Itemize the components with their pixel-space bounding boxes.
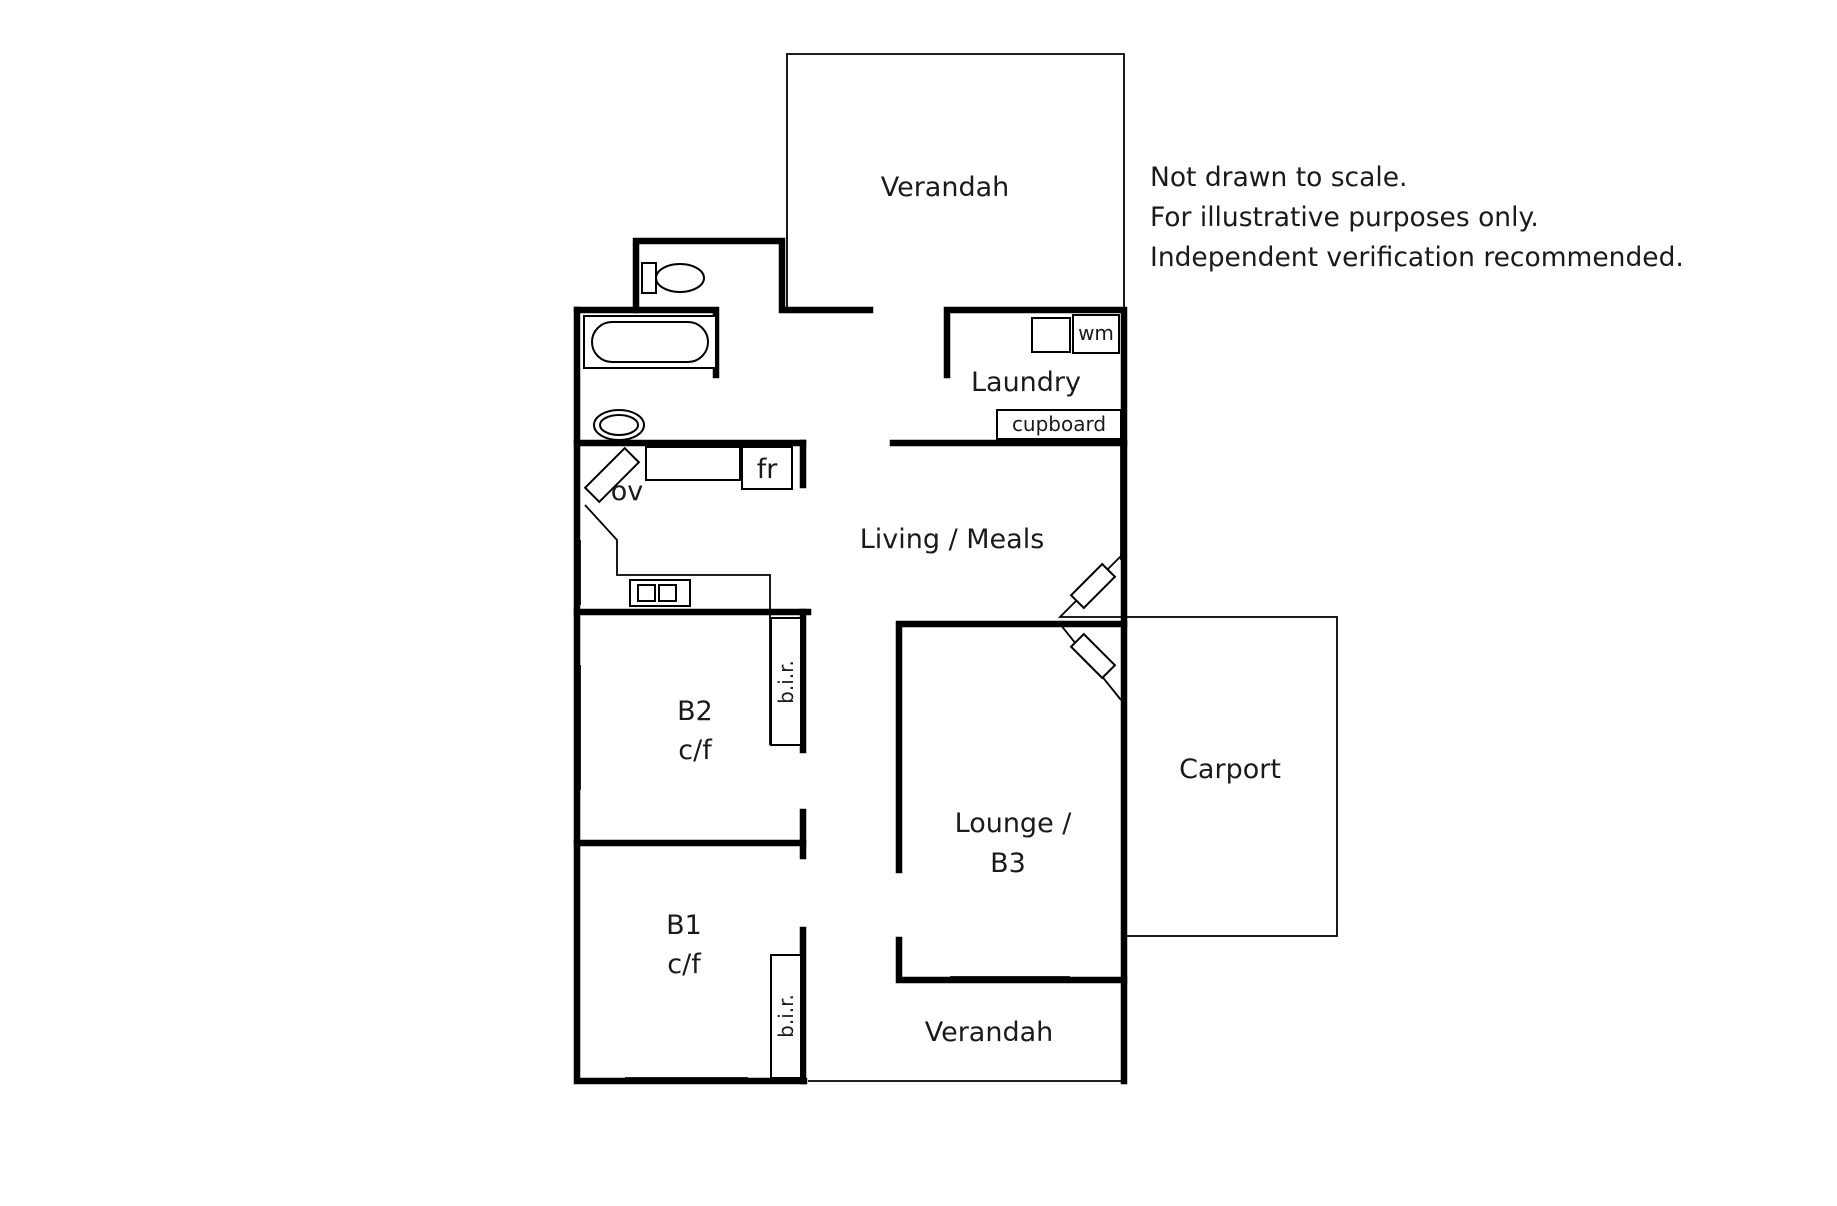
label-bir-b1: b.i.r. [774, 994, 798, 1038]
trough-icon [1031, 317, 1071, 353]
room-label-carport: Carport [1179, 754, 1281, 785]
bir-b1-box [770, 954, 802, 1079]
room-label-verandah-front: Verandah [925, 1017, 1054, 1048]
sink-icon [629, 579, 691, 607]
disclaimer-line-1: Not drawn to scale. [1150, 162, 1408, 193]
room-label-b2: B2 [677, 696, 713, 727]
bir-b2-box [770, 617, 802, 746]
label-cupboard: cupboard [1012, 412, 1106, 436]
fridge-icon [741, 446, 793, 490]
room-label-b1: B1 [666, 910, 702, 941]
room-label-laundry: Laundry [971, 367, 1081, 398]
toilet-icon [641, 262, 705, 294]
disclaimer-line-3: Independent verification recommended. [1150, 242, 1684, 273]
label-washing-machine: wm [1078, 321, 1114, 345]
room-label-living-meals: Living / Meals [860, 524, 1045, 555]
disclaimer-notes: Not drawn to scale. For illustrative pur… [1150, 158, 1684, 278]
rear-verandah-outline [786, 53, 1125, 310]
room-note-b1: c/f [667, 949, 702, 980]
oven-icon [583, 446, 641, 504]
room-label-b3: B3 [990, 848, 1026, 879]
room-label-lounge: Lounge / [955, 808, 1073, 839]
label-bir-b2: b.i.r. [774, 660, 798, 704]
openings [579, 307, 1122, 1079]
room-note-b2: c/f [678, 735, 713, 766]
washing-machine-icon [1072, 314, 1120, 354]
heater-lounge-icon [1058, 623, 1122, 701]
label-oven: ov [611, 476, 644, 507]
heater-living-icon [1057, 555, 1122, 618]
bathtub-icon [583, 315, 717, 369]
room-label-verandah-rear: Verandah [881, 172, 1010, 203]
kitchen-bench [584, 446, 771, 745]
disclaimer-line-2: For illustrative purposes only. [1150, 202, 1539, 233]
basin-icon [593, 409, 645, 441]
label-fridge: fr [757, 454, 779, 485]
cupboard-box [996, 409, 1122, 440]
